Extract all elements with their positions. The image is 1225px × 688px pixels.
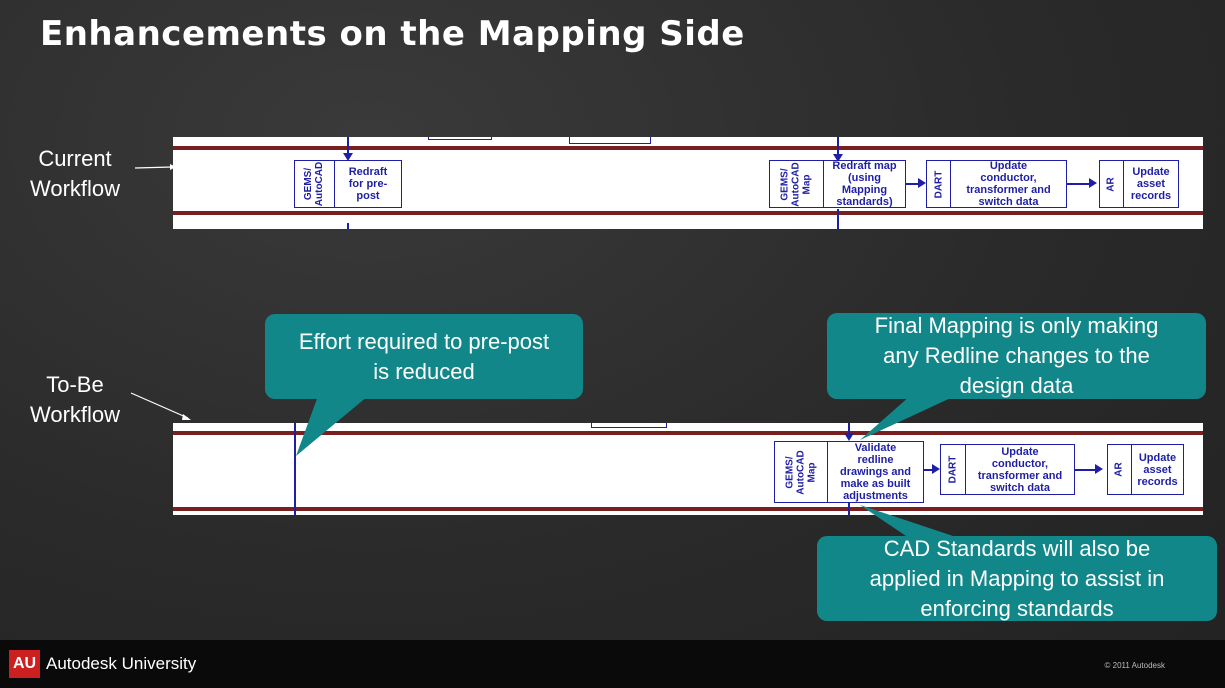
- current-workflow-diagram: GEMS/ AutoCAD Redraft for pre- post GEMS…: [173, 137, 1203, 229]
- gems-autocad-label: GEMS/ AutoCAD: [303, 161, 326, 207]
- connector-line: [848, 423, 850, 435]
- tobe-pointer-line: [130, 392, 189, 419]
- arrow-down-icon: [833, 154, 843, 162]
- arrow-right-icon: [1089, 178, 1097, 188]
- update-conductor-box: Update conductor, transformer and switch…: [950, 160, 1067, 208]
- update-conductor-box: Update conductor, transformer and switch…: [965, 444, 1075, 495]
- dart-label: DART: [947, 455, 959, 484]
- connector-line: [837, 137, 839, 157]
- connector-line: [347, 137, 349, 153]
- connector-line: [924, 469, 934, 471]
- arrow-right-icon: [1095, 464, 1103, 474]
- gems-autocad-map-box: GEMS/ AutoCAD Map: [774, 441, 828, 503]
- connector-line: [294, 423, 296, 515]
- gems-autocad-map-label: GEMS/ AutoCAD Map: [784, 449, 818, 495]
- arrow-down-icon: [844, 433, 854, 441]
- dart-label: DART: [933, 170, 944, 198]
- ar-label: AR: [1105, 176, 1117, 192]
- lane-top-line: [173, 146, 1203, 150]
- lane-bottom-line: [173, 507, 1203, 511]
- brand-name: Autodesk University: [46, 654, 197, 673]
- lane-top-line: [173, 431, 1203, 435]
- lane-bottom-line: [173, 211, 1203, 215]
- partial-box: [591, 423, 667, 428]
- final-mapping-callout: Final Mapping is only making any Redline…: [827, 313, 1206, 399]
- connector-line: [848, 503, 850, 515]
- partial-box: [569, 137, 651, 144]
- tobe-workflow-diagram: GEMS/ AutoCAD Map Validate redline drawi…: [173, 423, 1203, 515]
- update-asset-box: Update asset records: [1123, 160, 1179, 208]
- copyright-text: © 2011 Autodesk: [1104, 661, 1165, 670]
- ar-box: AR: [1107, 444, 1132, 495]
- connector-line: [347, 223, 349, 229]
- partial-box: [428, 137, 492, 140]
- au-logo: AU: [9, 650, 40, 678]
- ar-box: AR: [1099, 160, 1124, 208]
- connector-line: [906, 183, 920, 185]
- redraft-map-box: Redraft map (using Mapping standards): [823, 160, 906, 208]
- effort-callout: Effort required to pre-post is reduced: [265, 314, 583, 399]
- gems-autocad-map-label: GEMS/ AutoCAD Map: [780, 161, 813, 207]
- dart-box: DART: [926, 160, 951, 208]
- validate-redline-box: Validate redline drawings and make as bu…: [827, 441, 924, 503]
- arrow-right-icon: [918, 178, 926, 188]
- gems-autocad-box: GEMS/ AutoCAD: [294, 160, 335, 208]
- connector-line: [1067, 183, 1091, 185]
- gems-autocad-map-box: GEMS/ AutoCAD Map: [769, 160, 824, 208]
- footer-bar: AU Autodesk University © 2011 Autodesk: [0, 640, 1225, 688]
- slide-title: Enhancements on the Mapping Side: [40, 14, 745, 54]
- current-pointer-line: [134, 166, 173, 169]
- update-asset-box: Update asset records: [1131, 444, 1184, 495]
- dart-box: DART: [940, 444, 966, 495]
- redraft-prepost-box: Redraft for pre- post: [334, 160, 402, 208]
- connector-line: [1075, 469, 1097, 471]
- cad-standards-callout: CAD Standards will also be applied in Ma…: [817, 536, 1217, 621]
- tobe-pointer-arrow: [182, 414, 191, 420]
- arrow-right-icon: [932, 464, 940, 474]
- connector-line: [837, 209, 839, 229]
- tobe-workflow-label: To-Be Workflow: [29, 372, 121, 427]
- current-workflow-label: Current Workflow: [29, 146, 121, 201]
- arrow-down-icon: [343, 153, 353, 161]
- ar-label: AR: [1113, 462, 1125, 477]
